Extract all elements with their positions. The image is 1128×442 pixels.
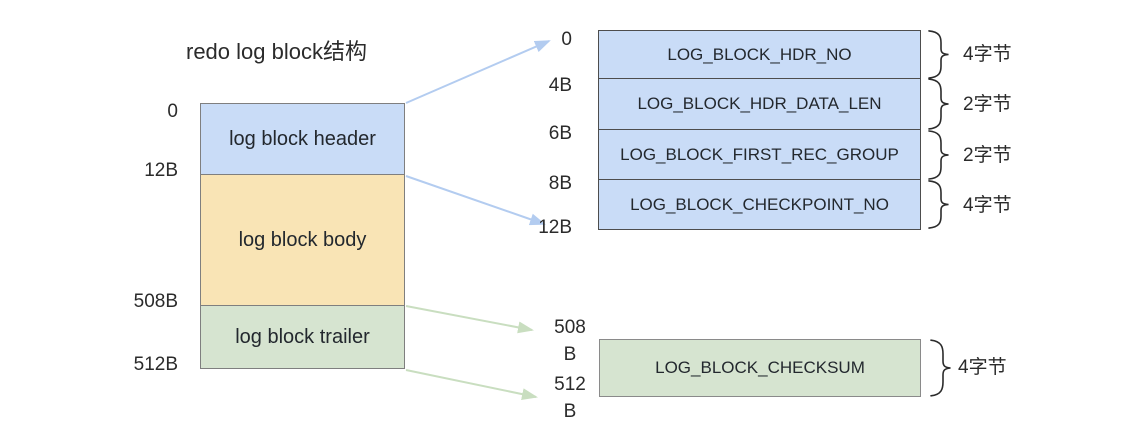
trailer-offset-508b: 508 B: [540, 314, 600, 368]
detail-offset-4b: 4B: [548, 75, 572, 96]
brace-icon: [926, 130, 950, 180]
field-label: LOG_BLOCK_HDR_DATA_LEN: [637, 94, 882, 113]
field-size-label: 2字节: [963, 94, 1012, 115]
left-offset-508b: 508B: [133, 291, 178, 312]
field-label: LOG_BLOCK_FIRST_REC_GROUP: [620, 144, 899, 164]
left-section-body-label: log block body: [238, 228, 367, 251]
detail-offset-0: 0: [561, 29, 572, 50]
left-section-trailer-label: log block trailer: [235, 325, 370, 348]
field-label: LOG_BLOCK_CHECKSUM: [655, 358, 865, 377]
field-label: LOG_BLOCK_CHECKPOINT_NO: [630, 194, 889, 214]
field-row-checkpoint-no: LOG_BLOCK_CHECKPOINT_NO: [598, 179, 921, 230]
arrow-header-bottom: [405, 175, 546, 226]
left-section-body: log block body: [200, 174, 405, 306]
arrow-header-top: [405, 40, 551, 104]
left-offset-12b: 12B: [144, 160, 178, 181]
field-row-hdr-data-len: LOG_BLOCK_HDR_DATA_LEN: [598, 78, 921, 130]
field-size-label: 2字节: [963, 145, 1012, 166]
brace-icon: [926, 30, 950, 79]
brace-icon: [926, 180, 950, 229]
detail-offset-8b: 8B: [548, 173, 572, 194]
trailer-offset-512b: 512 B: [540, 371, 600, 425]
field-row-hdr-no: LOG_BLOCK_HDR_NO: [598, 30, 921, 79]
left-section-header: log block header: [200, 103, 405, 175]
field-size-label: 4字节: [958, 357, 1007, 378]
trailer-offset-line: B: [563, 401, 577, 422]
left-offset-0: 0: [167, 101, 178, 122]
header-detail-table: LOG_BLOCK_HDR_NO LOG_BLOCK_HDR_DATA_LEN …: [598, 30, 921, 230]
trailer-offset-line: 512: [554, 374, 586, 395]
left-offset-512b: 512B: [133, 354, 178, 375]
left-section-trailer: log block trailer: [200, 305, 405, 369]
trailer-offset-line: 508: [554, 317, 586, 338]
page-title: redo log block结构: [186, 39, 367, 64]
arrow-trailer-top: [405, 305, 534, 334]
brace-icon: [926, 78, 950, 130]
field-label: LOG_BLOCK_HDR_NO: [667, 44, 852, 64]
field-row-checksum: LOG_BLOCK_CHECKSUM: [599, 339, 921, 397]
field-size-label: 4字节: [963, 44, 1012, 65]
detail-offset-12b: 12B: [538, 217, 572, 238]
field-row-first-rec-group: LOG_BLOCK_FIRST_REC_GROUP: [598, 129, 921, 180]
detail-offset-6b: 6B: [548, 123, 572, 144]
brace-icon: [928, 339, 952, 397]
left-section-header-label: log block header: [229, 127, 376, 150]
left-block: log block header log block body log bloc…: [200, 103, 405, 370]
arrow-trailer-bottom: [405, 369, 538, 401]
field-size-label: 4字节: [963, 195, 1012, 216]
trailer-offset-line: B: [563, 344, 577, 365]
